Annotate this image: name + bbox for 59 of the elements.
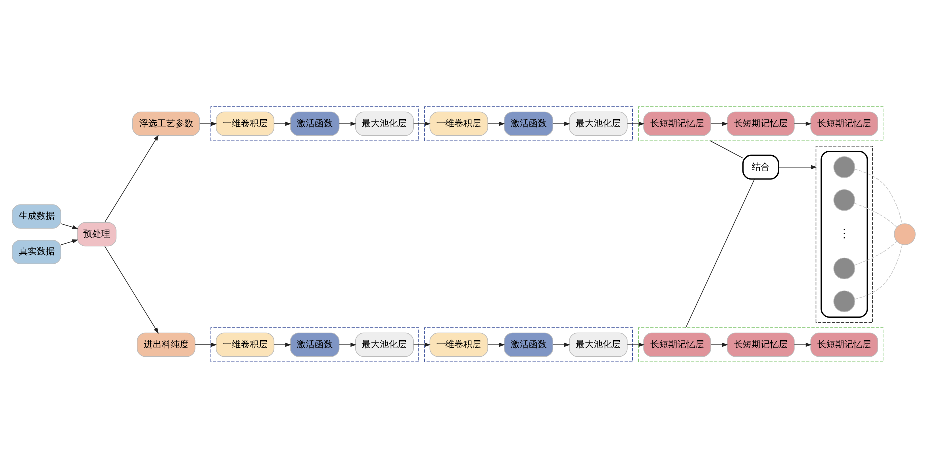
arrow — [794, 121, 812, 126]
node-box: 一维卷积层 — [216, 332, 274, 357]
connector — [685, 178, 755, 328]
arrow — [199, 121, 217, 126]
arrow — [104, 134, 158, 222]
node-circle — [833, 188, 855, 211]
node-circle — [833, 257, 855, 280]
node-box: 最大池化层 — [354, 332, 414, 357]
node-box: 长短期记忆层 — [643, 332, 711, 357]
node-box: 浮选工艺参数 — [132, 111, 200, 136]
arrow — [552, 342, 570, 347]
node-box: 激活函数 — [290, 332, 340, 357]
arrow — [60, 223, 78, 229]
node-box: 一维卷积层 — [429, 111, 488, 136]
arrow — [104, 246, 158, 334]
arrow — [778, 164, 817, 169]
node-box: 长短期记忆层 — [643, 111, 711, 136]
arrow — [487, 121, 505, 126]
arrow — [60, 239, 78, 245]
node-circle — [833, 156, 855, 178]
node-box: 激活函数 — [290, 111, 340, 136]
arrow — [710, 342, 728, 347]
node-box: 生成数据 — [12, 204, 61, 228]
node-circle — [833, 290, 855, 312]
node-box: 长短期记忆层 — [726, 111, 794, 136]
node-box: 一维卷积层 — [216, 111, 274, 136]
arrow — [338, 342, 356, 347]
node-box: 真实数据 — [12, 240, 61, 264]
arrow — [413, 342, 430, 347]
arrow — [552, 121, 570, 126]
connector — [854, 244, 902, 300]
connector — [854, 168, 902, 224]
arrow — [710, 121, 728, 126]
node-box: 进出料纯度 — [136, 332, 196, 357]
node-box: 预处理 — [76, 222, 116, 246]
arrow — [626, 342, 644, 347]
node-box: 结合 — [742, 154, 779, 180]
arrow — [274, 121, 291, 126]
arrow — [194, 342, 217, 347]
arrow — [274, 342, 291, 347]
node-box: 一维卷积层 — [429, 332, 488, 357]
node-circle — [894, 223, 916, 245]
label: ⋮ — [838, 226, 850, 240]
connector — [854, 240, 897, 266]
arrow — [338, 121, 356, 126]
node-box: 长短期记忆层 — [810, 111, 878, 136]
node-box: 激活函数 — [504, 332, 553, 357]
arrow — [626, 121, 644, 126]
node-box: 最大池化层 — [568, 111, 628, 136]
node-box: 长短期记忆层 — [726, 332, 794, 357]
connector — [710, 140, 743, 158]
node-box: 长短期记忆层 — [810, 332, 878, 357]
arrow — [413, 121, 430, 126]
connector — [854, 202, 897, 228]
node-box: 激活函数 — [504, 111, 553, 136]
arrow — [794, 342, 812, 347]
arrow — [487, 342, 505, 347]
node-box: 最大池化层 — [568, 332, 628, 357]
node-box: 最大池化层 — [354, 111, 414, 136]
